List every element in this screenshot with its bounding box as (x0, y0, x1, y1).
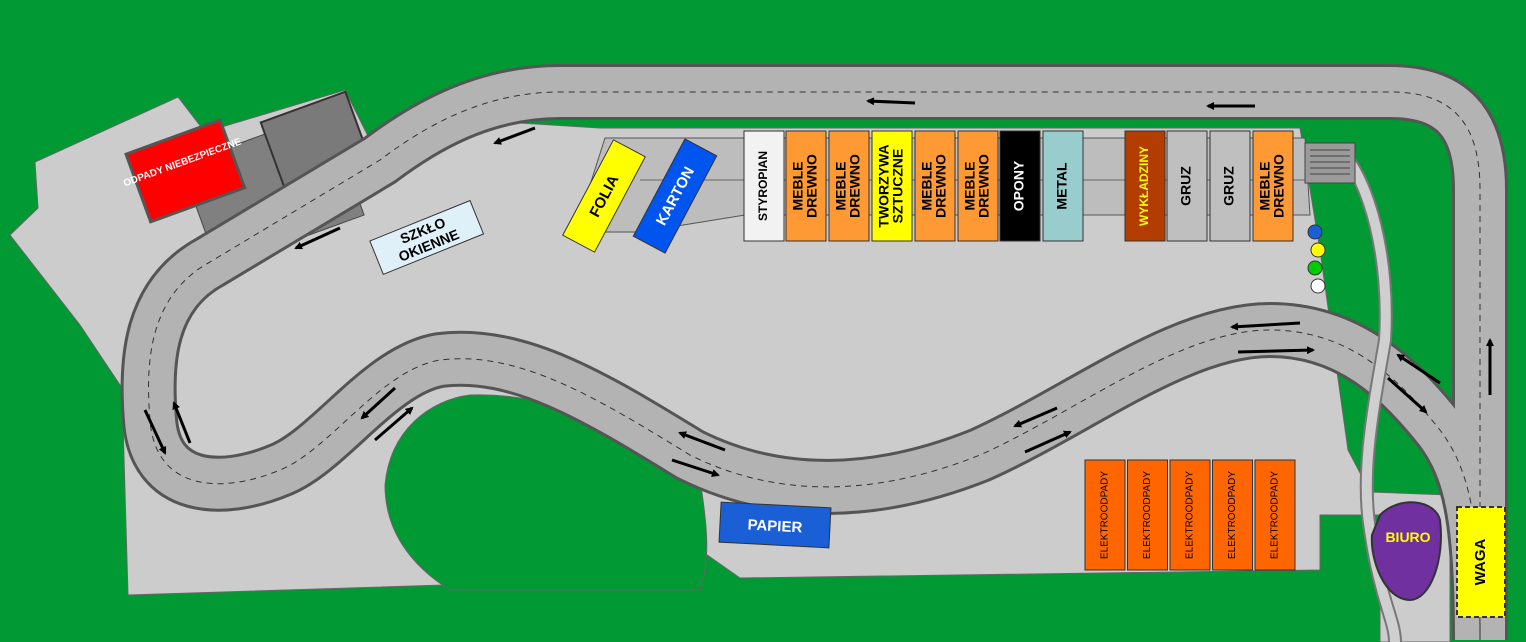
container-top-10: GRUZ (1209, 130, 1251, 242)
container-box (1042, 130, 1084, 242)
road-centerline (148, 91, 1481, 641)
container-label: MEBLE (962, 162, 978, 211)
container-label: TWORZYWA (876, 144, 892, 227)
container-karton: KARTON (632, 138, 718, 254)
bins (1307, 224, 1326, 294)
container-elektroodpady-1: ELEKTROODPADY (1127, 459, 1168, 571)
stairs-steps (1310, 149, 1350, 175)
container-label: DREWNO (804, 154, 820, 218)
container-box (785, 130, 827, 242)
container-label: ELEKTROODPADY (1270, 471, 1281, 559)
bin-2 (1307, 260, 1323, 276)
waga-label: WAGA (1472, 539, 1489, 586)
container-odpady-niebezpieczne: ODPADY NIEBEZPIECZNE (122, 118, 247, 224)
container-folia: FOLIA (562, 139, 646, 253)
container-elektroodpady-2: ELEKTROODPADY (1169, 459, 1211, 571)
container-label: SZTUCZNE (890, 149, 906, 224)
building-biuro: BIURO (1370, 501, 1442, 602)
container-box (1169, 459, 1211, 571)
container-label: GRUZ (1178, 166, 1194, 206)
container-box (828, 130, 870, 242)
container-box (743, 130, 785, 242)
elektroodpady-containers: ELEKTROODPADY ELEKTROODPADY ELEKTROODPADY E… (1084, 459, 1296, 571)
container-box (1252, 130, 1294, 242)
container-label: MEBLE (1257, 162, 1273, 211)
container-box (957, 130, 999, 242)
container-top-9: GRUZ (1166, 130, 1208, 242)
container-label: DREWNO (933, 154, 949, 218)
scale-waga: WAGA (1456, 506, 1506, 618)
container-label: MEBLE (790, 162, 806, 211)
container-box (1212, 459, 1253, 571)
container-box (871, 130, 913, 242)
bin-3 (1310, 278, 1326, 294)
container-label: DREWNO (976, 154, 992, 218)
container-box (1127, 459, 1168, 571)
container-top-7: METAL (1042, 130, 1084, 242)
side-path-inner (1336, 146, 1400, 642)
bin-1 (1310, 242, 1326, 258)
container-elektroodpady-0: ELEKTROODPADY (1084, 459, 1126, 571)
container-label: DREWNO (1271, 154, 1287, 218)
container-label: MEBLE (919, 162, 935, 211)
container-box (1254, 459, 1296, 571)
container-top-0: STYROPIAN (743, 130, 785, 242)
container-label: ELEKTROODPADY (1227, 471, 1238, 559)
container-top-8: WYKŁADZINY (1124, 130, 1166, 242)
container-label: STYROPIAN (756, 151, 770, 221)
container-box (1209, 130, 1251, 242)
container-label: ELEKTROODPADY (1142, 471, 1153, 559)
stairs-icon (1304, 142, 1356, 184)
container-label: DREWNO (847, 154, 863, 218)
container-label: OPONY (1011, 160, 1027, 211)
container-label: ELEKTROODPADY (1100, 471, 1111, 559)
container-label: MEBLE (833, 162, 849, 211)
container-box (1166, 130, 1208, 242)
container-label: GRUZ (1221, 166, 1237, 206)
papier-label: PAPIER (747, 517, 803, 537)
biuro-label: BIURO (1385, 529, 1430, 545)
container-label: WYKŁADZINY (1137, 146, 1151, 226)
container-box (914, 130, 956, 242)
container-box (1084, 459, 1126, 571)
container-box (999, 130, 1041, 242)
direction-arrows (143, 97, 1494, 477)
bin-0 (1307, 224, 1323, 240)
container-elektroodpady-4: ELEKTROODPADY (1254, 459, 1296, 571)
container-top-6: OPONY (999, 130, 1041, 242)
container-papier: PAPIER (718, 501, 832, 549)
container-elektroodpady-3: ELEKTROODPADY (1212, 459, 1253, 571)
container-label: METAL (1054, 162, 1070, 210)
container-box (1124, 130, 1166, 242)
container-label: ELEKTROODPADY (1185, 471, 1196, 559)
